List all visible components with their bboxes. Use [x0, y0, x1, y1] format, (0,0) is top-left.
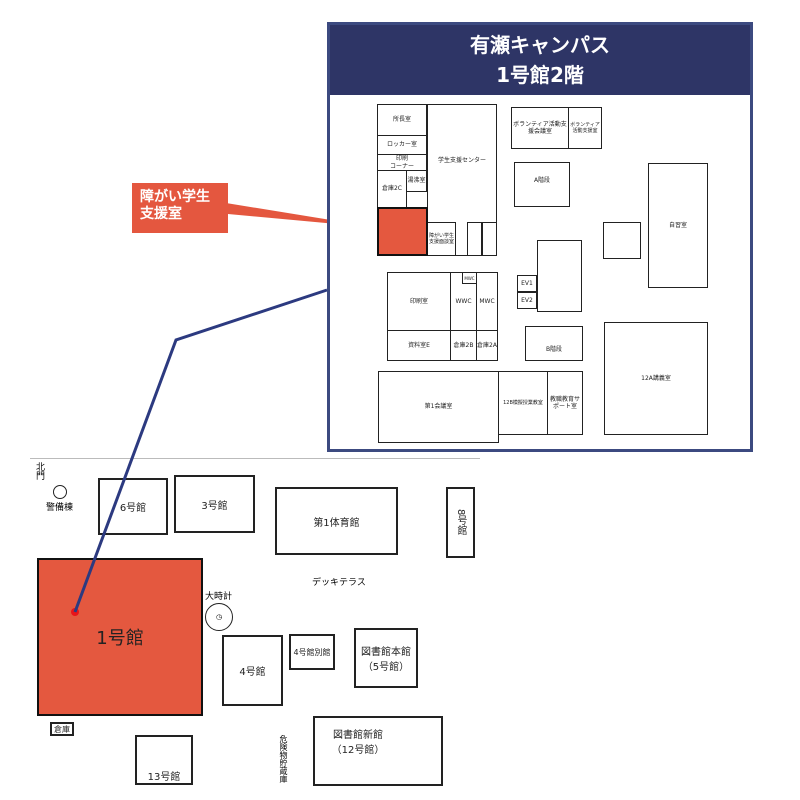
- building-6[interactable]: 6号館: [98, 478, 168, 535]
- room-disability-interview[interactable]: 障がい学生支援面談室: [427, 222, 456, 256]
- room-box: [603, 222, 641, 259]
- gym-1[interactable]: 第1体育館: [275, 487, 398, 555]
- campus-title: 有瀬キャンパス: [470, 33, 610, 57]
- room-locker[interactable]: ロッカー室: [377, 135, 427, 155]
- gate-label: 北門: [34, 462, 44, 480]
- library-main[interactable]: 図書館本館（5号館）: [354, 628, 418, 688]
- room-study[interactable]: 自習室: [648, 163, 708, 288]
- hazmat-label: 危険物貯蔵庫: [279, 735, 288, 783]
- guard-house-label: 警備棟: [46, 503, 74, 513]
- building-4-annex[interactable]: 4号館別館: [289, 634, 335, 670]
- room-mock-class-12b[interactable]: 12B模擬授業教室: [498, 371, 548, 435]
- elevator-1[interactable]: EV1: [517, 275, 537, 292]
- elevator-hall: [537, 240, 582, 312]
- floor-plan-header: 有瀬キャンパス 1号館2階: [330, 25, 750, 95]
- building-8[interactable]: 8号館: [446, 487, 475, 558]
- label: コーナー: [389, 162, 414, 170]
- room-print-corner[interactable]: 印刷コーナー: [377, 154, 427, 171]
- room-mwc[interactable]: MWC: [476, 272, 498, 331]
- room-disability-support-highlight[interactable]: [377, 207, 428, 256]
- guard-house-icon: [53, 485, 67, 499]
- room-storage-2c[interactable]: 倉庫2C: [377, 170, 407, 208]
- room-volunteer-meeting[interactable]: ボランティア活動支援会議室: [511, 107, 569, 149]
- callout-line1: 障がい学生: [140, 189, 210, 205]
- library-new[interactable]: 図書館新館（12号館）: [313, 716, 443, 786]
- clock-label: 大時計: [205, 592, 233, 602]
- elevator-2[interactable]: EV2: [517, 292, 537, 309]
- stairs-b[interactable]: B階段: [525, 326, 583, 361]
- room-lecture-12a[interactable]: 12A講義室: [604, 322, 708, 435]
- deck-terrace-label: デッキテラス: [312, 578, 366, 588]
- room-kitchen[interactable]: 湯沸室: [406, 170, 427, 192]
- room-small-1[interactable]: [467, 222, 482, 256]
- room-volunteer-office[interactable]: ボランティア活動支援室: [568, 107, 602, 149]
- room-small-2[interactable]: [482, 222, 497, 256]
- building-3[interactable]: 3号館: [174, 475, 255, 533]
- room-meeting-1[interactable]: 第1会議室: [378, 371, 499, 443]
- clock-icon: ◷: [205, 603, 233, 631]
- room-mwc-small[interactable]: MWC: [462, 272, 477, 284]
- room-storage-2a[interactable]: 倉庫2A: [476, 330, 498, 361]
- floor-title: 1号館2階: [496, 63, 584, 87]
- stairs-a[interactable]: A階段: [514, 162, 570, 207]
- leader-line-building: [73, 288, 328, 613]
- building-13[interactable]: 13号館: [135, 735, 193, 785]
- room-print[interactable]: 印刷室: [387, 272, 451, 331]
- map-area: [30, 458, 480, 780]
- room-storage-2b[interactable]: 倉庫2B: [450, 330, 477, 361]
- callout-line2: 支援室: [140, 206, 182, 222]
- room-teacher-support[interactable]: 教職教育サポート室: [547, 371, 583, 435]
- room-archive-e[interactable]: 資料室E: [387, 330, 451, 361]
- label: 印刷: [395, 155, 408, 162]
- storehouse[interactable]: 倉庫: [50, 722, 74, 736]
- disability-support-callout: 障がい学生 支援室: [132, 183, 228, 233]
- room-director[interactable]: 所長室: [377, 104, 427, 136]
- building-4[interactable]: 4号館: [222, 635, 283, 706]
- building-1-highlight[interactable]: 1号館: [37, 558, 203, 716]
